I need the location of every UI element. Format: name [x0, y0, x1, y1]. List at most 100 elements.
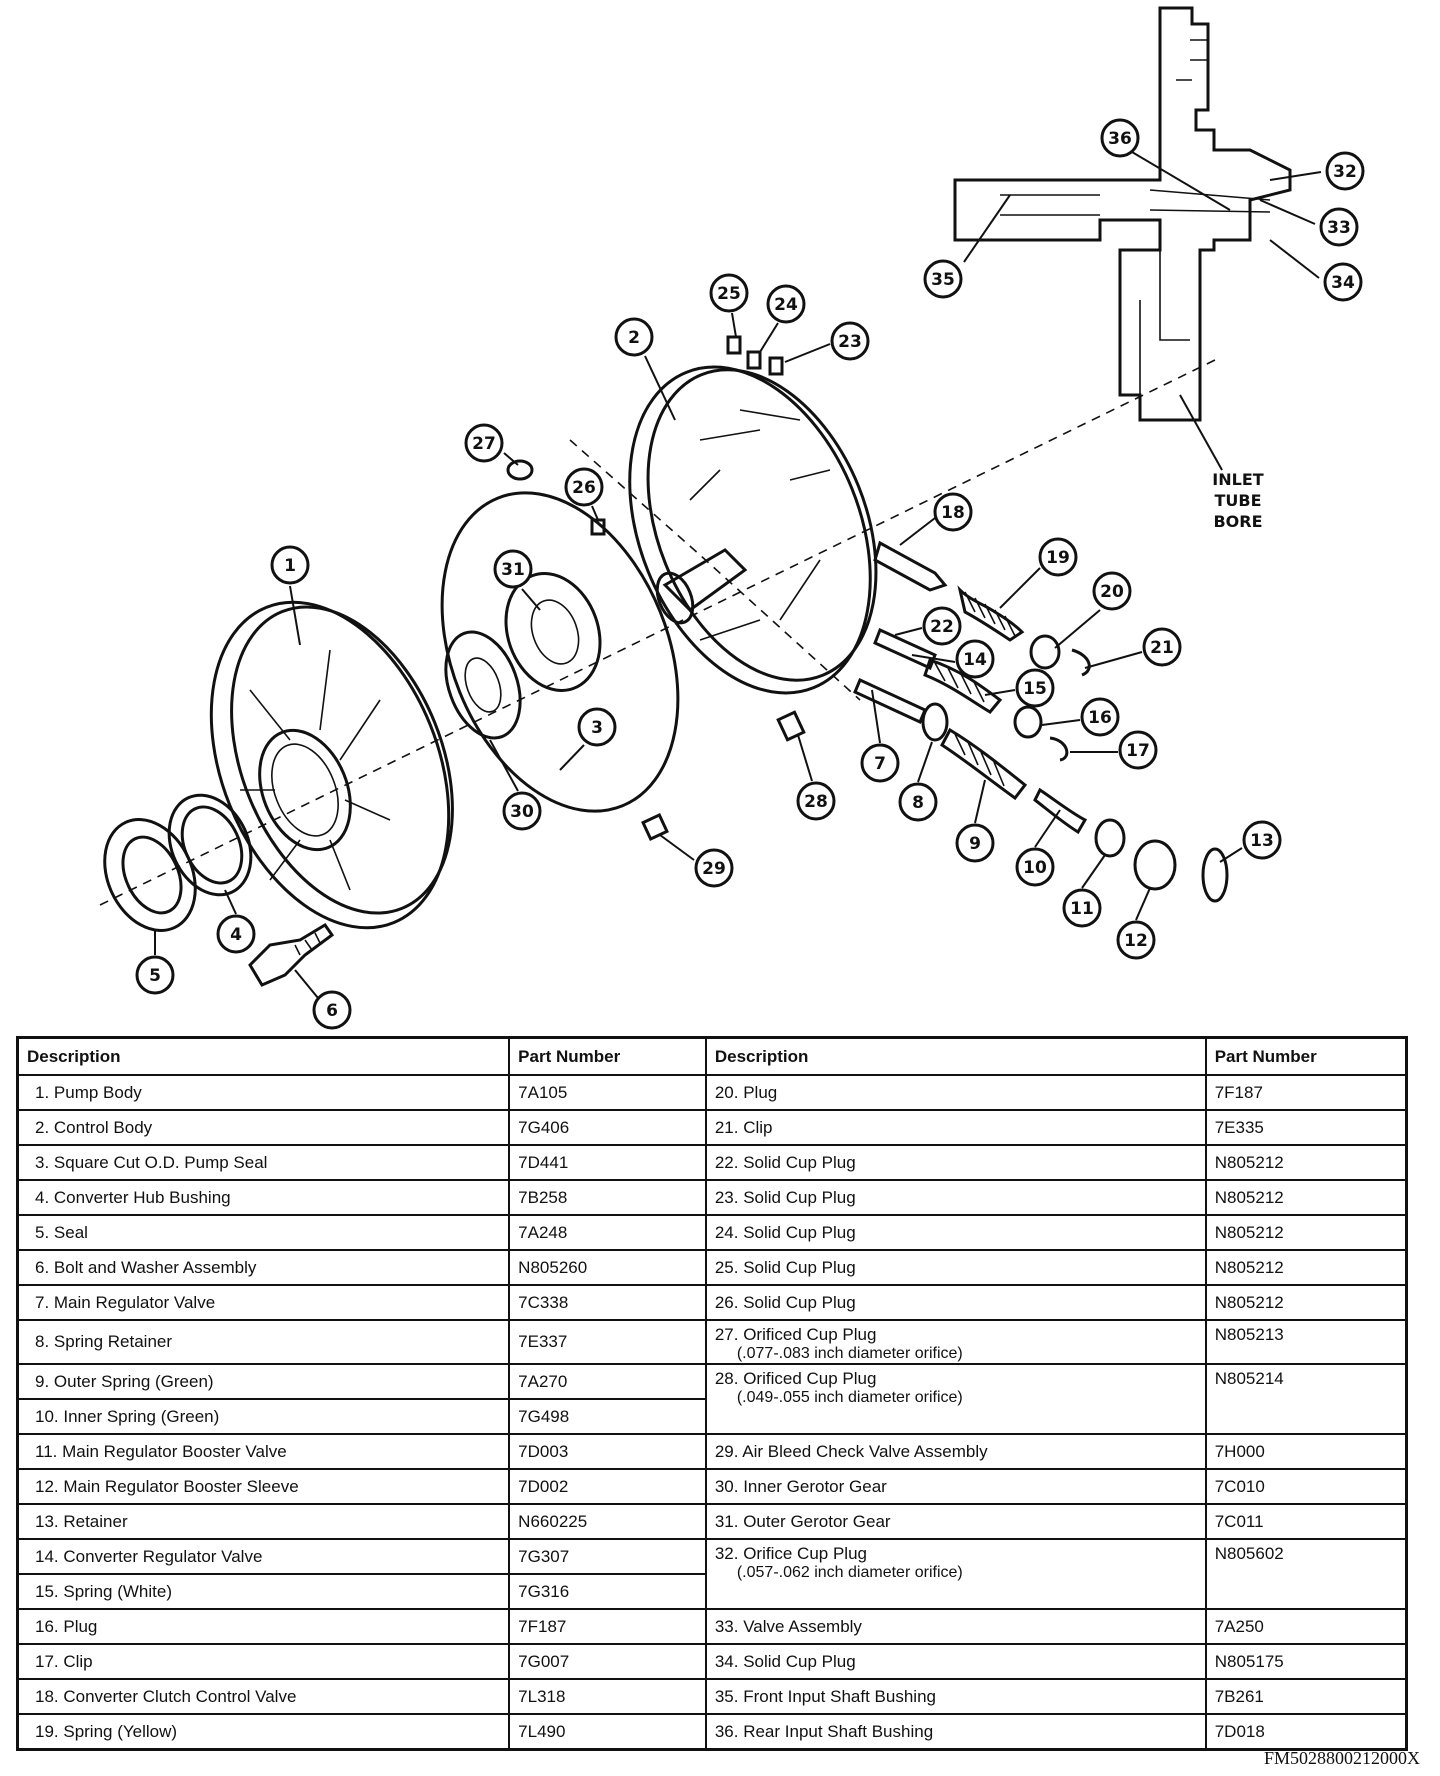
part-description: 30. Inner Gerotor Gear [704, 1468, 1207, 1505]
callout-circle [1080, 697, 1120, 737]
callout-10: 10 [1015, 847, 1055, 887]
callout-number: 7 [874, 754, 886, 774]
callout-number: 4 [230, 925, 242, 945]
part-number: 7D441 [508, 1144, 707, 1181]
part-description: 28. Orificed Cup Plug(.049-.055 inch dia… [704, 1363, 1207, 1435]
callout-circle [270, 545, 310, 585]
part-description-note: (.057-.062 inch diameter orifice) [736, 1564, 963, 1581]
part-number: 7F187 [508, 1608, 707, 1645]
callout-24: 24 [766, 284, 806, 324]
callout-number: 10 [1023, 858, 1047, 878]
part-description-note: (.077-.083 inch diameter orifice) [736, 1345, 963, 1362]
part-description: 16. Plug [16, 1608, 511, 1645]
callout-16: 16 [1080, 697, 1120, 737]
part-description-text: 34. Solid Cup Plug [714, 1651, 856, 1671]
part-callouts: 1234567891011121314151617181920212223242… [135, 118, 1365, 1030]
callout-8: 8 [898, 782, 938, 822]
callout-number: 8 [912, 793, 924, 813]
part-description-text: 24. Solid Cup Plug [714, 1222, 856, 1242]
part-number: 7B261 [1204, 1678, 1408, 1715]
part-number: 7C010 [1204, 1468, 1408, 1505]
part-description: 3. Square Cut O.D. Pump Seal [16, 1144, 511, 1181]
part-number: 7G316 [508, 1573, 707, 1610]
callout-circle [1092, 571, 1132, 611]
part-description: 5. Seal [16, 1214, 511, 1251]
callout-number: 15 [1023, 679, 1047, 699]
inlet-label-line-1: INLET [1212, 470, 1263, 489]
part-description: 20. Plug [704, 1074, 1207, 1111]
outer-gerotor-gear [504, 572, 602, 692]
callout-21: 21 [1142, 627, 1182, 667]
main-regulator-valve-train [853, 677, 1229, 903]
part-description-text: 32. Orifice Cup Plug [714, 1544, 867, 1563]
part-description: 25. Solid Cup Plug [704, 1249, 1207, 1286]
callout-35: 35 [923, 259, 963, 299]
inlet-tube-bore-label: INLET TUBE BORE [1212, 470, 1263, 531]
part-number: 7C338 [508, 1284, 707, 1321]
part-description: 7. Main Regulator Valve [16, 1284, 511, 1321]
part-description: 9. Outer Spring (Green) [16, 1363, 511, 1400]
bolt-and-washer [248, 922, 335, 987]
part-description: 10. Inner Spring (Green) [16, 1398, 511, 1435]
callout-circle [493, 549, 533, 589]
part-description: 1. Pump Body [16, 1074, 511, 1111]
part-description: 15. Spring (White) [16, 1573, 511, 1610]
callout-number: 36 [1108, 129, 1132, 149]
part-description: 4. Converter Hub Bushing [16, 1179, 511, 1216]
part-description: 17. Clip [16, 1643, 511, 1680]
part-number: 7A248 [508, 1214, 707, 1251]
part-number: N805602 [1204, 1538, 1408, 1610]
part-description: 34. Solid Cup Plug [704, 1643, 1207, 1680]
callout-circle [1038, 537, 1078, 577]
part-number: 7G007 [508, 1643, 707, 1680]
callout-number: 3 [591, 718, 603, 738]
part-description: 8. Spring Retainer [16, 1319, 511, 1365]
part-number: 7B258 [508, 1179, 707, 1216]
callout-circle [1100, 118, 1140, 158]
part-number: N805212 [1204, 1214, 1408, 1251]
part-number: 7D003 [508, 1433, 707, 1470]
part-description: 26. Solid Cup Plug [704, 1284, 1207, 1321]
seal [103, 818, 197, 932]
part-description: 21. Clip [704, 1109, 1207, 1146]
part-number: 7G406 [508, 1109, 707, 1146]
callout-number: 32 [1333, 162, 1357, 182]
part-number: N805213 [1204, 1319, 1408, 1365]
callout-circle [564, 467, 604, 507]
callout-circle [922, 606, 962, 646]
part-description-text: 28. Orificed Cup Plug [714, 1369, 877, 1388]
inner-gerotor-gear [444, 630, 522, 740]
callout-6: 6 [312, 990, 352, 1030]
callout-25: 25 [709, 273, 749, 313]
header-part-number-right: Part Number [1204, 1036, 1408, 1076]
control-body [628, 365, 878, 695]
callout-number: 21 [1150, 638, 1174, 658]
part-number: 7L318 [508, 1678, 707, 1715]
inlet-label-line-2: TUBE [1214, 491, 1261, 510]
callout-number: 13 [1250, 831, 1274, 851]
part-number: 7F187 [1204, 1074, 1408, 1111]
callout-1: 1 [270, 545, 310, 585]
part-description-text: 20. Plug [714, 1082, 778, 1102]
callout-33: 33 [1319, 207, 1359, 247]
callout-31: 31 [493, 549, 533, 589]
callout-13: 13 [1242, 820, 1282, 860]
table-row: 10. Inner Spring (Green)7G498 [16, 1398, 1407, 1435]
callout-14: 14 [955, 639, 995, 679]
part-number: N805212 [1204, 1144, 1408, 1181]
callout-5: 5 [135, 955, 175, 995]
inset-cross-section [953, 6, 1322, 471]
callout-circle [135, 955, 175, 995]
header-description-right: Description [704, 1036, 1207, 1076]
part-description: 36. Rear Input Shaft Bushing [704, 1713, 1207, 1751]
part-number: 7H000 [1204, 1433, 1408, 1470]
callout-number: 9 [969, 834, 981, 854]
